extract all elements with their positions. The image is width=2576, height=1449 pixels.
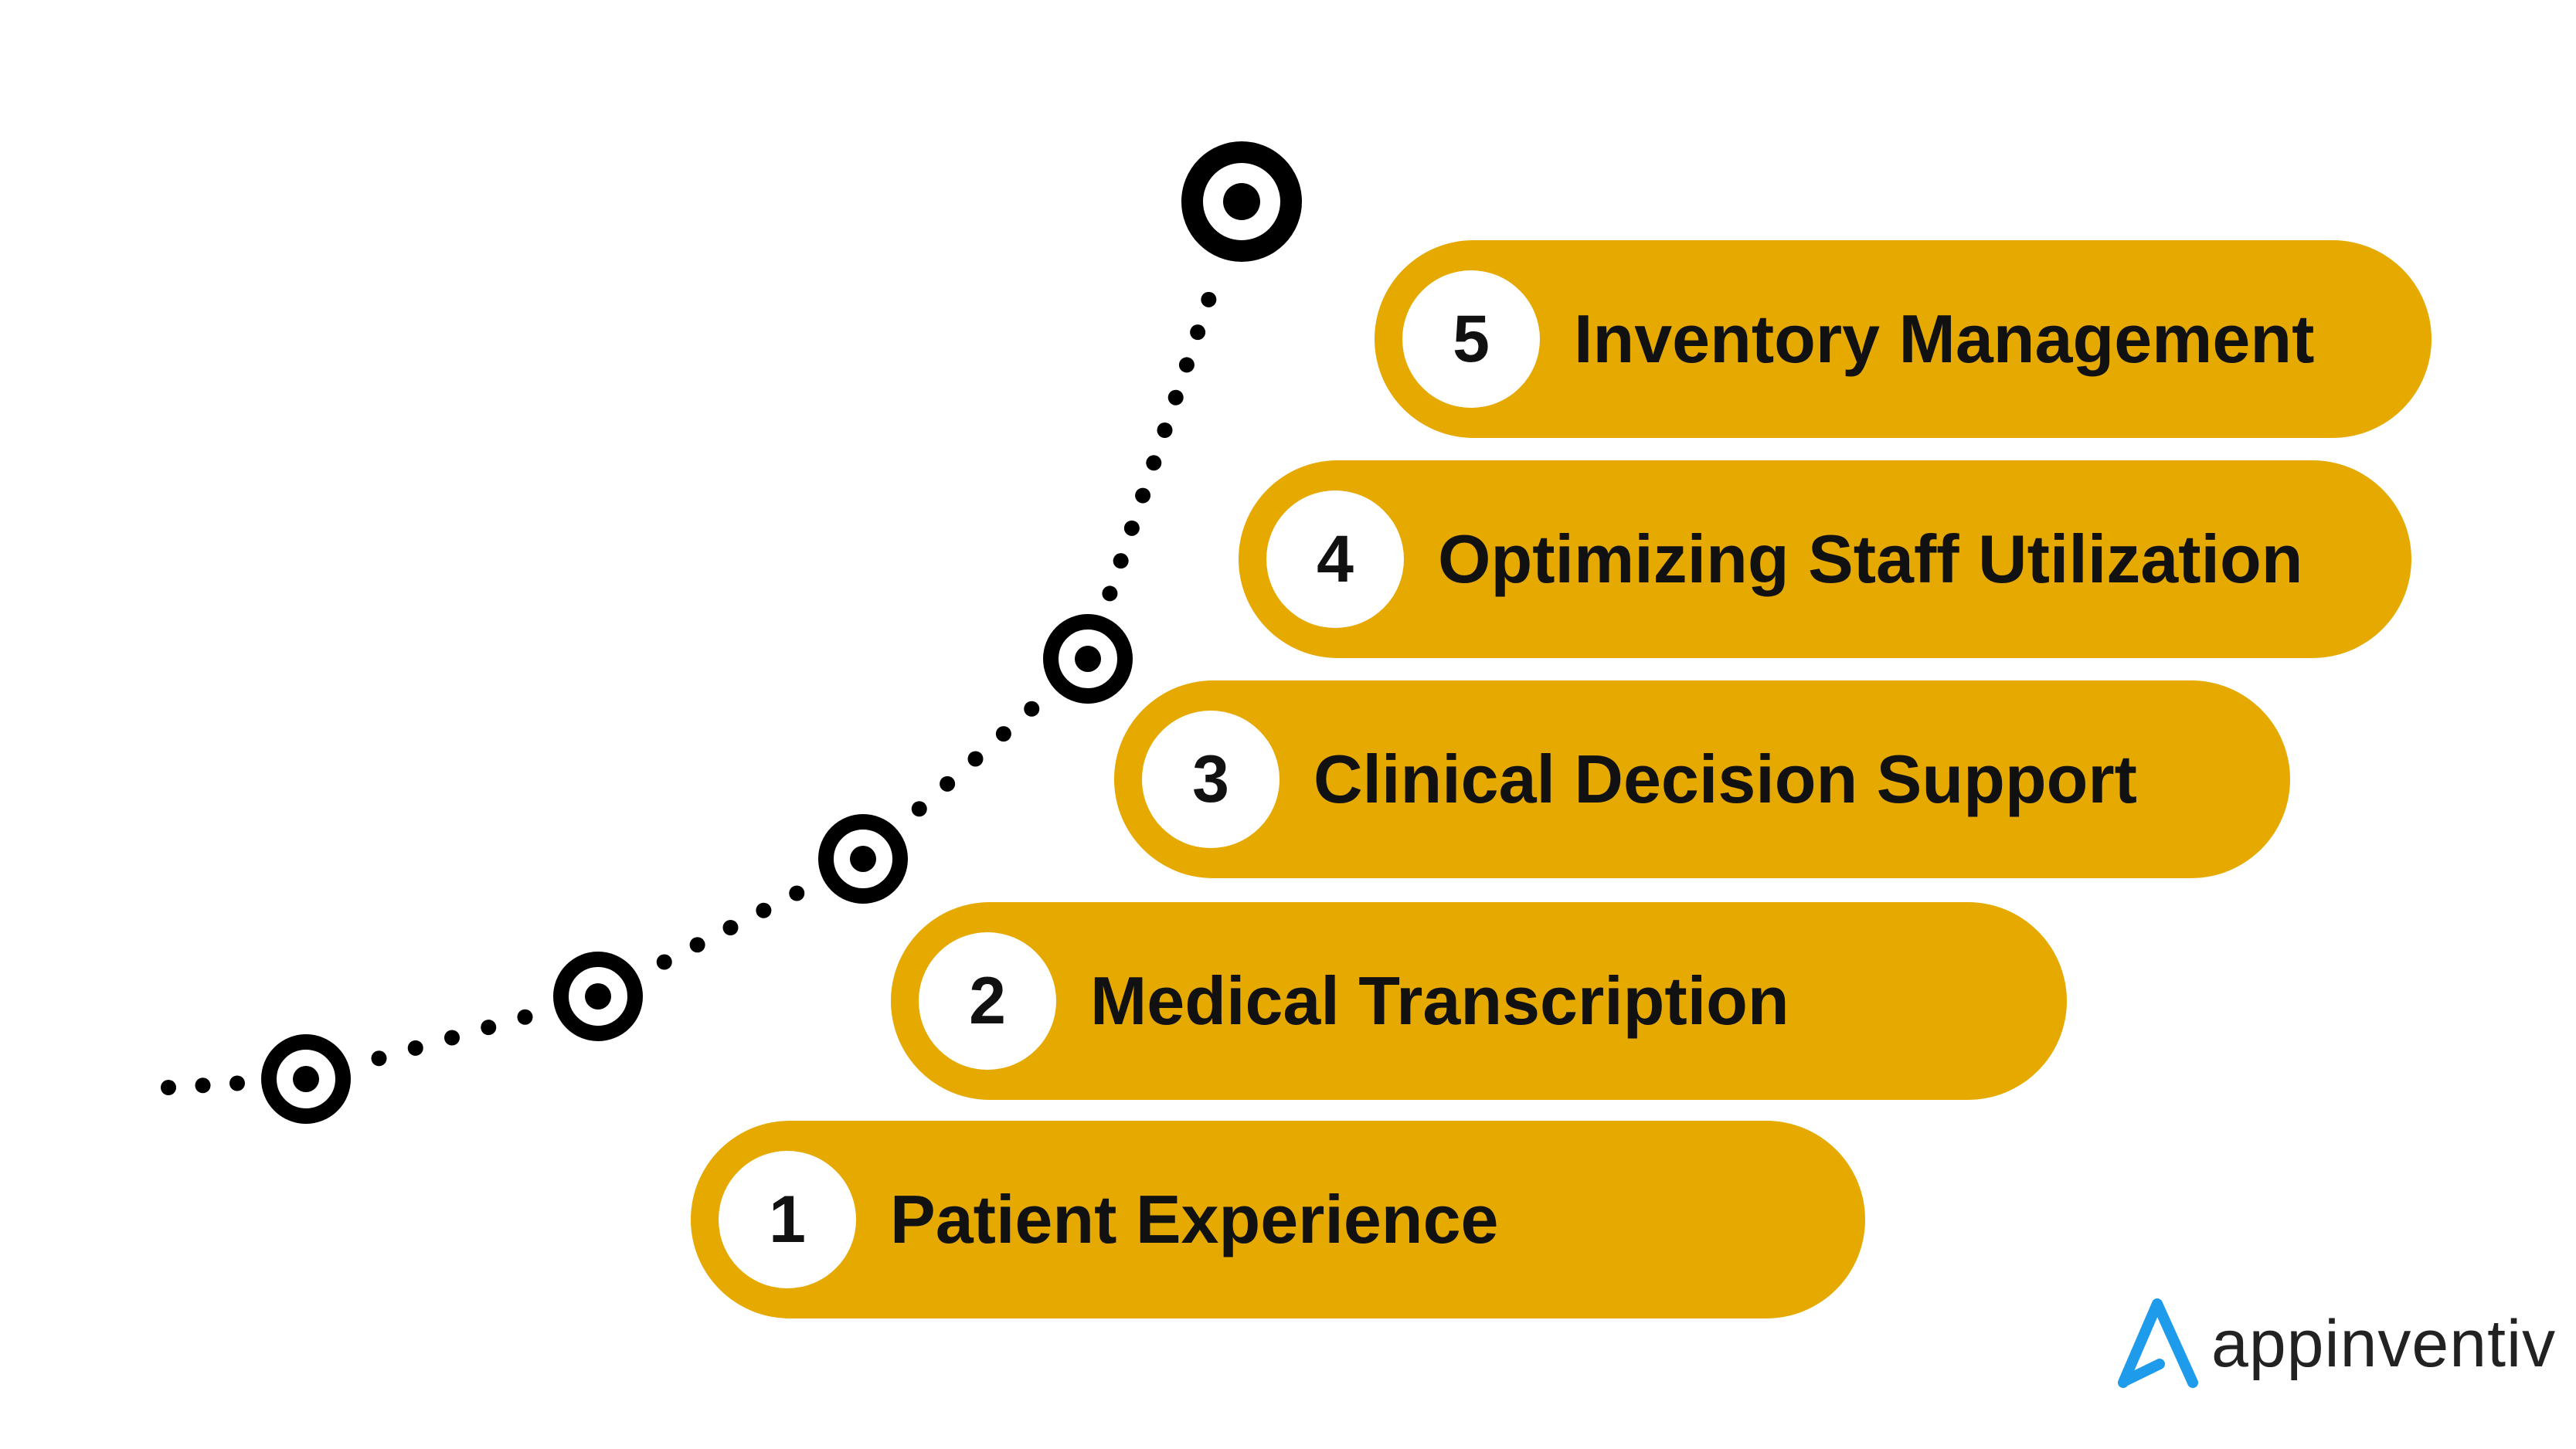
path-dot bbox=[940, 775, 956, 792]
milestone-target-3 bbox=[818, 814, 908, 904]
path-dot bbox=[1201, 291, 1217, 307]
path-dot bbox=[1113, 553, 1129, 569]
step-1-label: Patient Experience bbox=[890, 1181, 1499, 1257]
path-dot bbox=[995, 726, 1011, 742]
path-dot bbox=[1157, 422, 1173, 438]
path-dot bbox=[656, 954, 672, 970]
step-3-pill: 3 Clinical Decision Support bbox=[1114, 680, 2290, 878]
milestone-target-5 bbox=[1181, 141, 1302, 262]
path-dot bbox=[161, 1080, 176, 1095]
path-dot bbox=[1190, 324, 1206, 341]
step-2-label: Medical Transcription bbox=[1090, 962, 1789, 1039]
path-dot bbox=[481, 1020, 497, 1036]
step-3-number: 3 bbox=[1142, 711, 1280, 848]
path-dot bbox=[444, 1030, 460, 1046]
path-dot bbox=[517, 1009, 533, 1025]
milestone-target-2 bbox=[553, 952, 643, 1041]
milestone-target-1 bbox=[261, 1034, 351, 1124]
appinventiv-logo: appinventiv bbox=[2117, 1298, 2556, 1390]
appinventiv-a-icon bbox=[2118, 1298, 2198, 1388]
path-dot bbox=[756, 902, 772, 918]
path-dot bbox=[911, 801, 927, 817]
path-dot bbox=[1167, 389, 1184, 406]
step-5-number: 5 bbox=[1402, 270, 1540, 408]
step-5-pill: 5 Inventory Management bbox=[1375, 240, 2432, 438]
path-dot bbox=[1024, 701, 1040, 717]
step-1-pill: 1 Patient Experience bbox=[691, 1121, 1865, 1318]
path-dot bbox=[407, 1040, 423, 1056]
path-dot bbox=[1102, 585, 1118, 602]
path-dot bbox=[689, 937, 705, 953]
step-4-pill: 4 Optimizing Staff Utilization bbox=[1239, 460, 2411, 658]
step-4-number: 4 bbox=[1266, 490, 1404, 628]
step-2-number: 2 bbox=[919, 932, 1056, 1070]
path-dot bbox=[1178, 357, 1195, 373]
logo-text: appinventiv bbox=[2211, 1306, 2557, 1381]
step-5-label: Inventory Management bbox=[1574, 300, 2315, 377]
path-dot bbox=[789, 885, 805, 901]
path-dot bbox=[1123, 520, 1140, 536]
path-dot bbox=[1146, 455, 1162, 471]
dotted-line bbox=[161, 291, 1217, 1095]
path-dot bbox=[722, 920, 739, 935]
path-dot bbox=[371, 1050, 387, 1067]
path-dot bbox=[1135, 487, 1151, 504]
step-3-label: Clinical Decision Support bbox=[1313, 741, 2137, 817]
step-1-number: 1 bbox=[719, 1151, 856, 1288]
step-4-label: Optimizing Staff Utilization bbox=[1438, 521, 2303, 597]
path-dot bbox=[967, 751, 984, 767]
path-dot bbox=[229, 1075, 245, 1091]
step-2-pill: 2 Medical Transcription bbox=[891, 902, 2067, 1100]
milestone-target-4 bbox=[1043, 614, 1133, 704]
path-dot bbox=[195, 1077, 211, 1094]
